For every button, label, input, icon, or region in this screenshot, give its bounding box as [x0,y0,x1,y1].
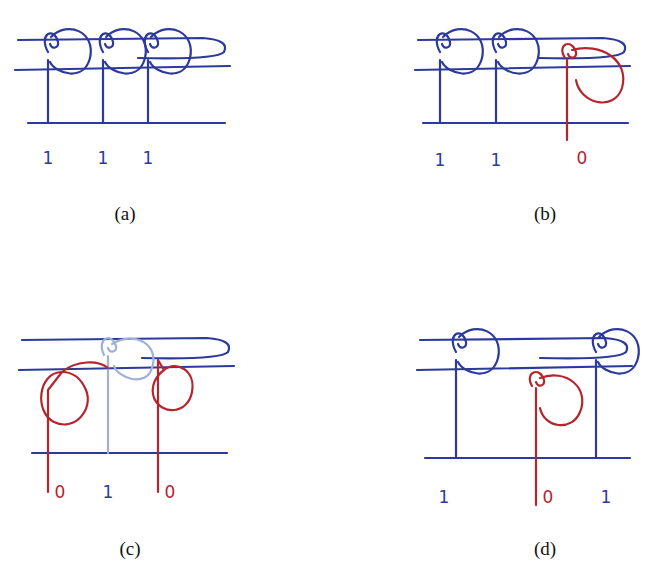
panel-caption: (b) [534,204,556,223]
bit-digit: 1 [491,152,502,169]
panel-caption: (c) [119,539,140,558]
bit-digit: 1 [435,152,446,169]
bit-digit: 1 [98,150,109,167]
bit-digit: 1 [601,489,612,506]
bit-digit: 0 [543,489,554,506]
bit-digit: 0 [577,150,588,167]
bit-digit: 0 [55,484,66,501]
bit-digit: 1 [143,150,154,167]
bit-digit: 1 [439,489,450,506]
bit-digit: 1 [43,150,54,167]
bit-digit: 0 [165,484,176,501]
panel-caption: (d) [534,539,556,558]
bit-digit: 1 [103,484,114,501]
panel-caption: (a) [114,204,135,223]
